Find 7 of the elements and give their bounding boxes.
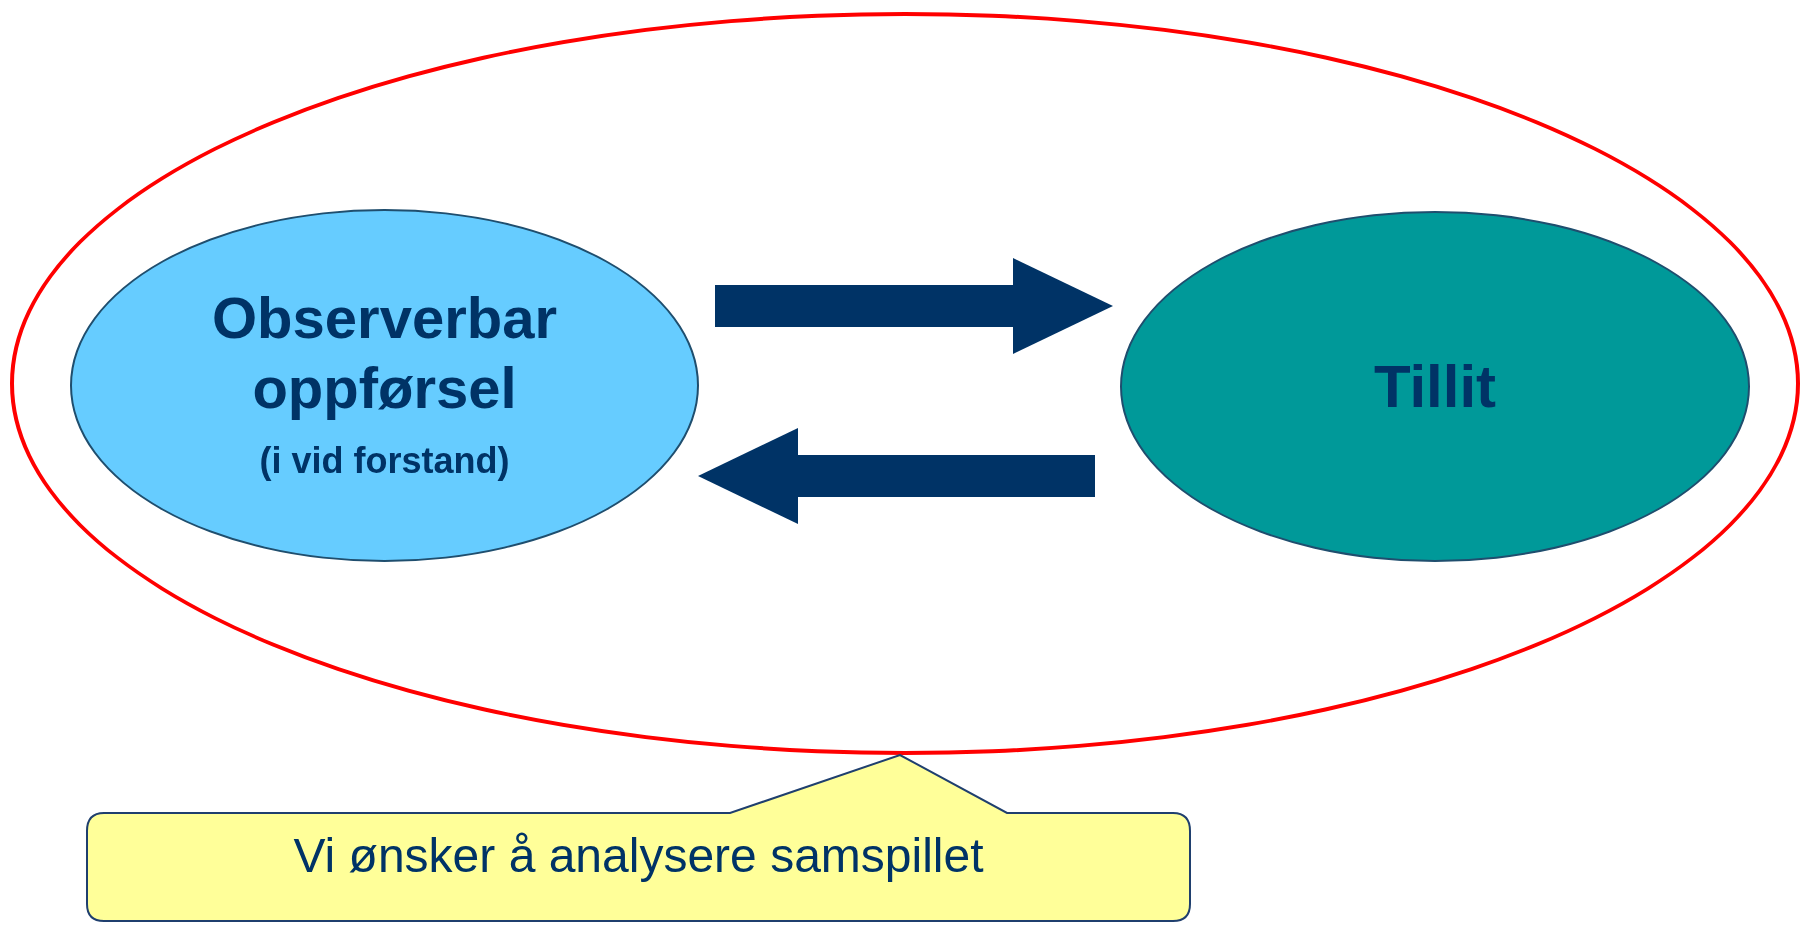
node-text: Tillit <box>1373 351 1497 422</box>
block-arrow <box>698 428 1095 524</box>
node-text: Observerbar oppførsel <box>211 283 558 422</box>
node-text: (i vid forstand) <box>259 439 510 484</box>
node-text: Vi ønsker å analysere samspillet <box>293 828 984 884</box>
block-arrow <box>715 258 1113 354</box>
speech-callout <box>86 754 1191 922</box>
